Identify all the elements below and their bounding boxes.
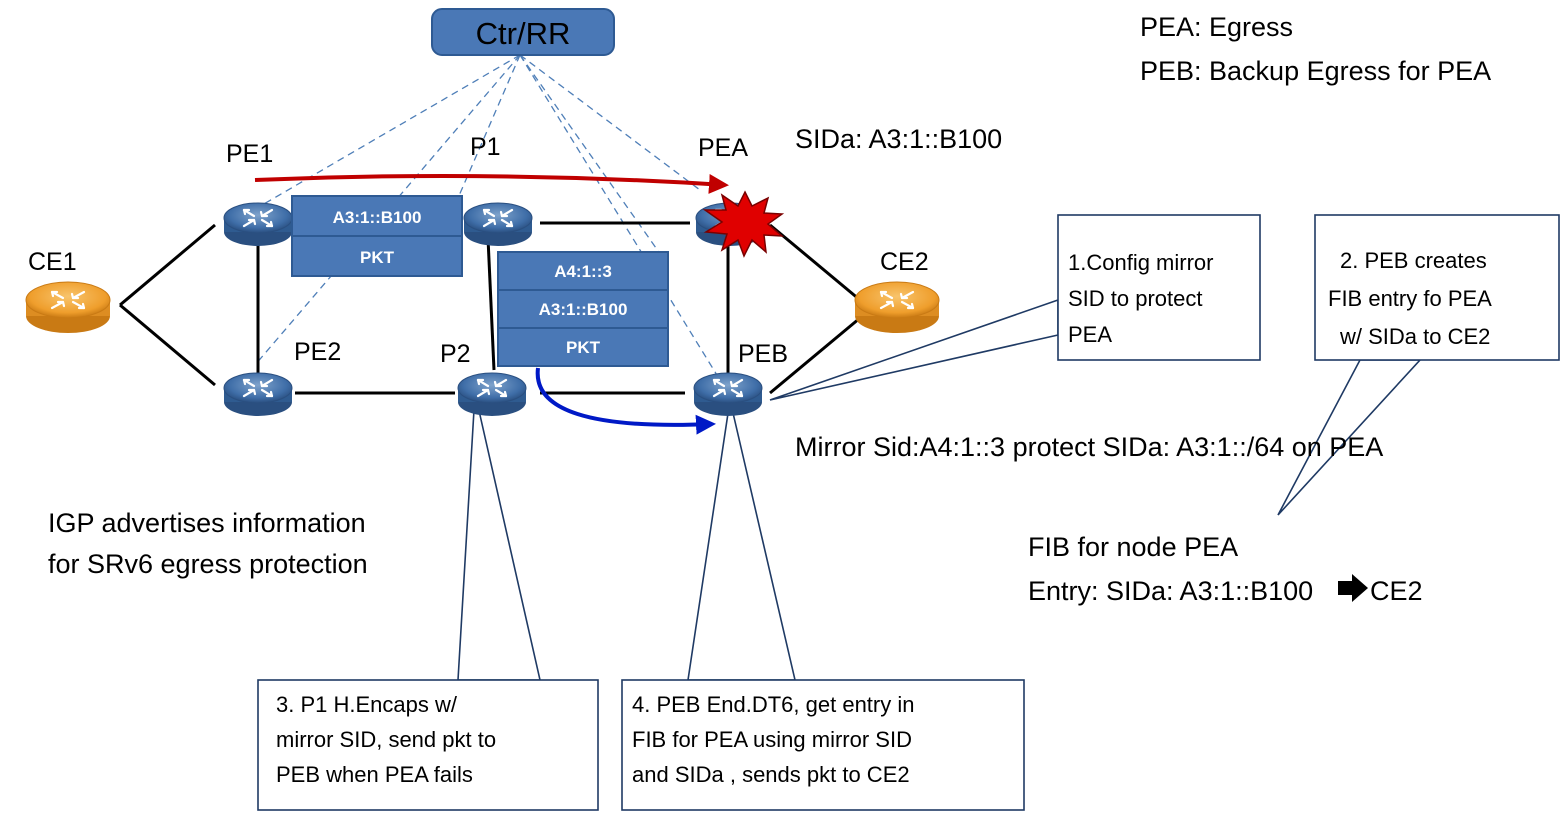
label-ce2: CE2 [880,248,929,276]
control-link-pea [519,54,701,191]
fib-text-line1: FIB for node PEA [1028,532,1238,562]
sida-label: SIDa: A3:1::B100 [795,124,1002,154]
backup-path-arrow [535,367,716,435]
control-link-pe2 [254,54,521,366]
label-pe1: PE1 [226,140,273,168]
igp-text-line2: for SRv6 egress protection [48,549,368,579]
mirror-sid-text: Mirror Sid:A4:1::3 protect SIDa: A3:1::/… [795,432,1383,462]
router-peb [692,371,764,418]
callout-2-line1: 2. PEB creates [1340,248,1487,273]
callout-pointers [457,298,1422,681]
primary-path-arrow [254,174,729,194]
callout-1: 1.Config mirror SID to protect PEA [1057,214,1261,361]
packet-1-header-0 [291,195,463,237]
label-ce1: CE1 [28,248,77,276]
callout-4-box [621,679,1025,811]
callout-1-line1: 1.Config mirror [1068,250,1213,275]
fib-arrow-icon [1338,574,1368,602]
router-p2 [456,371,528,418]
failure-burst [702,190,785,258]
packet-2-sid: A3:1::B100 [539,300,628,319]
fib-text-line2: Entry: SIDa: A3:1::B100 [1028,576,1313,606]
link-peb-ce2 [769,316,861,395]
callout-4-pointer [687,399,797,681]
callout-3: 3. P1 H.Encaps w/ mirror SID, send pkt t… [257,679,599,811]
callout-1-line2: SID to protect [1068,286,1203,311]
label-pe2: PE2 [294,338,341,366]
packet-1-header-1 [291,235,463,277]
packet-1: A3:1::B100 PKT [291,195,463,277]
callout-2: 2. PEB creates FIB entry fo PEA w/ SIDa … [1314,214,1560,361]
router-p1 [462,201,534,248]
controller-label: Ctr/RR [476,16,571,51]
router-pe2 [222,371,294,418]
packet-1-payload: PKT [360,248,395,267]
packet-2-mirror-sid: A4:1::3 [554,262,612,281]
callout-4-line3: and SIDa , sends pkt to CE2 [632,762,910,787]
label-p2: P2 [440,340,471,368]
control-plane-links [244,54,721,381]
link-p1-p2 [486,237,496,371]
callout-3-line1: 3. P1 H.Encaps w/ [276,692,458,717]
packet-2: A4:1::3 A3:1::B100 PKT [497,251,669,367]
legend-egress: PEA: Egress [1140,12,1293,42]
packet-2-payload: PKT [566,338,601,357]
fib-text-target: CE2 [1370,576,1423,606]
control-link-p2 [519,54,669,266]
link-ce1-pe1 [119,223,216,307]
callout-3-box [257,679,599,811]
callout-3-line3: PEB when PEA fails [276,762,473,787]
control-link-pe1 [244,54,521,216]
controller-box [431,8,615,56]
callout-2-line3: w/ SIDa to CE2 [1339,324,1490,349]
callout-1-line3: PEA [1068,322,1112,347]
label-p1: P1 [470,133,501,161]
label-peb: PEB [738,340,788,368]
callout-3-pointer [457,392,542,681]
ce2-node [853,280,941,335]
packet-2-header-0 [497,251,669,291]
legend-backup: PEB: Backup Egress for PEA [1140,56,1491,86]
router-pe1 [222,201,294,248]
control-link-peb [519,54,721,381]
callout-3-line2: mirror SID, send pkt to [276,727,496,752]
callout-4: 4. PEB End.DT6, get entry in FIB for PEA… [621,679,1025,811]
callout-2-line2: FIB entry fo PEA [1328,286,1492,311]
callout-4-line1: 4. PEB End.DT6, get entry in [632,692,914,717]
igp-text-line1: IGP advertises information [48,508,366,538]
packet-2-header-1 [497,289,669,329]
control-link-p1 [454,54,521,206]
callout-4-line2: FIB for PEA using mirror SID [632,727,912,752]
physical-links [119,221,861,395]
link-ce1-pe2 [119,303,216,387]
callout-2-box [1314,214,1560,361]
callout-1-box [1057,214,1261,361]
ce1-node [24,280,112,335]
packet-1-sid: A3:1::B100 [333,208,422,227]
link-pea-ce2 [769,223,861,302]
label-pea: PEA [698,134,748,162]
packet-2-header-2 [497,327,669,367]
